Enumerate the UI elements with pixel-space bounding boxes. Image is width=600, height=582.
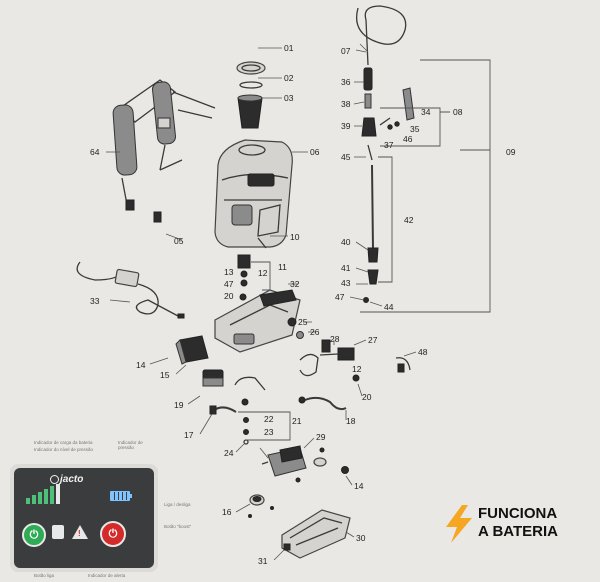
part-number: 27 [368,335,378,345]
part-number: 28 [330,334,340,344]
battery-tray [281,509,351,559]
panel-label: Indicador de alerta [88,573,126,578]
part-number: 21 [292,416,302,426]
charge-level-bar [44,489,48,504]
part-number: 34 [421,107,431,117]
charge-level-bar [32,495,36,504]
battery-pack [175,335,209,365]
part-number: 08 [453,107,463,117]
part-number: 41 [341,263,351,273]
panel-label: Botão "boost" [164,524,192,529]
part-number: 31 [258,556,268,566]
lightning-bolt-icon [446,505,472,543]
part-number: 09 [506,147,516,157]
part-number: 64 [90,147,100,157]
charger [76,261,185,319]
part-number: 05 [174,236,184,246]
brand-name: jacto [60,474,84,485]
shoulder-straps [112,79,216,223]
part-number: 24 [224,448,234,458]
power-button: ⏻ [22,523,46,547]
part-number: 33 [90,296,100,306]
charge-level-bar [26,498,30,504]
strainer [237,94,263,129]
part-number: 16 [222,507,232,517]
fittings [241,398,249,445]
pump-parts [202,317,411,391]
lower-hoses [209,396,347,415]
control-panel-face [14,468,154,568]
part-number: 18 [346,416,356,426]
part-number: 37 [384,140,394,150]
part-number: 36 [341,77,351,87]
charge-level-bar [38,492,42,504]
part-number: 40 [341,237,351,247]
part-number: 11 [278,262,287,272]
warning-triangle-icon [72,525,88,539]
part-number: 35 [410,124,420,134]
battery-icon [110,491,130,501]
brand-logo-icon [50,475,59,484]
part-number: 02 [284,73,294,83]
part-number: 29 [316,432,326,442]
part-number: 12 [352,364,362,374]
part-number: 10 [290,232,300,242]
control-panel-inset [10,464,158,572]
part-numbers: 01 02 03 64 05 06 07 36 38 39 34 08 35 4… [90,43,516,566]
battery-tip-icon [130,494,132,498]
part-number: 46 [403,134,413,144]
part-number: 30 [356,533,366,543]
warning-mark-icon: ! [78,529,81,538]
part-number: 38 [341,99,351,109]
panel-label: Indicador do nível de pressão [34,447,94,452]
part-number: 19 [174,400,184,410]
part-number: 20 [224,291,234,301]
stop-button: ⏻ [100,521,126,547]
part-number: 25 [298,317,308,327]
part-number: 20 [362,392,372,402]
pump-housing [214,289,301,353]
part-number: 45 [341,152,351,162]
part-number: 26 [310,327,320,337]
charge-level-bar [50,486,54,504]
valve-assembly [237,237,267,301]
part-number: 15 [160,370,170,380]
leader-lines [106,43,417,561]
part-number: 14 [136,360,146,370]
group-brackets [238,59,491,441]
part-number: 39 [341,121,351,131]
part-number: 12 [258,268,268,278]
hose [355,5,415,303]
mode-indicator [52,525,64,539]
part-number: 17 [184,430,194,440]
part-number: 48 [418,347,428,357]
motor [261,445,349,483]
part-number: 43 [341,278,351,288]
part-number: 22 [264,414,274,424]
slogan-line-1: FUNCIONA [478,505,558,522]
part-number: 23 [264,427,274,437]
panel-label: Indicador de pressão [118,440,143,450]
part-number: 03 [284,93,294,103]
part-number: 13 [224,267,234,277]
panel-label: Indicador de carga da bateria [34,440,93,445]
part-number: 06 [310,147,320,157]
part-number: 42 [404,215,414,225]
tank [214,139,293,248]
part-number: 32 [290,279,300,289]
part-number: 07 [341,46,351,56]
slogan-line-2: A BATERIA [478,523,558,540]
feet [248,457,327,518]
part-number: 01 [284,43,294,53]
part-number: 47 [224,279,234,289]
panel-label: Liga / desliga [164,502,191,507]
tank-lid [236,61,266,89]
charge-level-bar [56,484,60,504]
part-number: 44 [384,302,394,312]
panel-label: Botão liga [34,573,55,578]
part-number: 47 [335,292,345,302]
part-number: 14 [354,481,364,491]
